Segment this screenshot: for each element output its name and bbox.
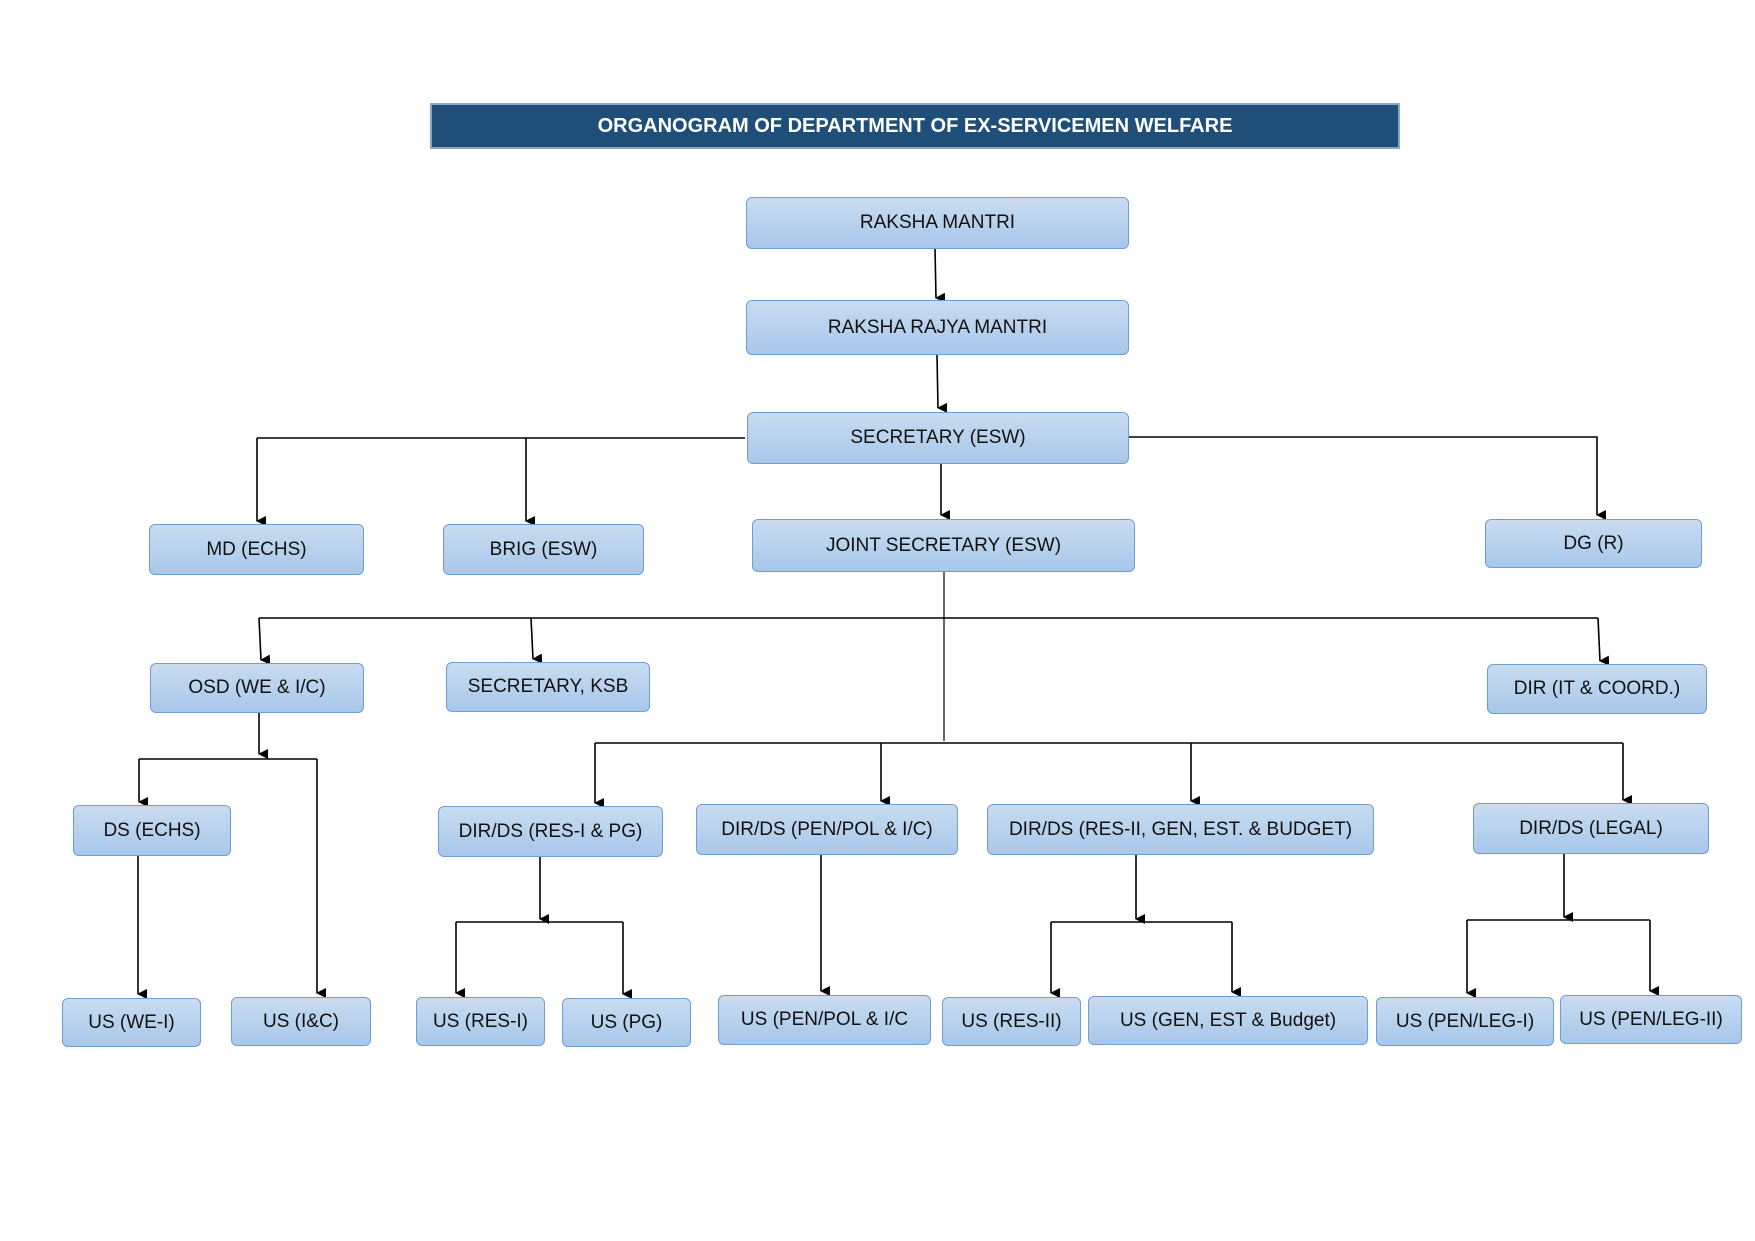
node-us-res1: US (RES-I) xyxy=(416,997,545,1046)
node-us-penpol: US (PEN/POL & I/C xyxy=(718,995,931,1045)
node-brig-esw: BRIG (ESW) xyxy=(443,524,644,575)
diagram-title: ORGANOGRAM OF DEPARTMENT OF EX-SERVICEME… xyxy=(430,103,1400,149)
node-us-pg: US (PG) xyxy=(562,998,691,1047)
node-us-res2: US (RES-II) xyxy=(942,997,1081,1046)
node-dir-res2: DIR/DS (RES-II, GEN, EST. & BUDGET) xyxy=(987,804,1374,855)
node-secretary-ksb: SECRETARY, KSB xyxy=(446,662,650,712)
node-raksha-mantri: RAKSHA MANTRI xyxy=(746,197,1129,249)
node-us-gen-est-budget: US (GEN, EST & Budget) xyxy=(1088,996,1368,1045)
node-us-we1: US (WE-I) xyxy=(62,998,201,1047)
node-dir-res1-pg: DIR/DS (RES-I & PG) xyxy=(438,806,663,857)
connector-rm-rrm xyxy=(934,247,946,303)
node-raksha-rajya-mantri: RAKSHA RAJYA MANTRI xyxy=(746,300,1129,355)
connector-js-ksb xyxy=(530,617,543,664)
node-md-echs: MD (ECHS) xyxy=(149,524,364,575)
node-dir-penpol: DIR/DS (PEN/POL & I/C) xyxy=(696,804,958,855)
connector-js-dirit xyxy=(1597,617,1610,666)
node-dir-it-coord: DIR (IT & COORD.) xyxy=(1487,664,1707,714)
node-us-pen-leg1: US (PEN/LEG-I) xyxy=(1376,997,1554,1046)
node-secretary-esw: SECRETARY (ESW) xyxy=(747,412,1129,464)
connector-rrm-sec xyxy=(936,354,948,413)
node-osd: OSD (WE & I/C) xyxy=(150,663,364,713)
node-us-ic: US (I&C) xyxy=(231,997,371,1046)
node-joint-secretary: JOINT SECRETARY (ESW) xyxy=(752,519,1135,572)
node-ds-echs: DS (ECHS) xyxy=(73,805,231,856)
node-us-pen-leg2: US (PEN/LEG-II) xyxy=(1560,995,1742,1044)
node-dg-r: DG (R) xyxy=(1485,519,1702,568)
connector-js-osd xyxy=(258,617,271,665)
node-dir-legal: DIR/DS (LEGAL) xyxy=(1473,803,1709,854)
connector-sec-dg xyxy=(1126,436,1606,520)
